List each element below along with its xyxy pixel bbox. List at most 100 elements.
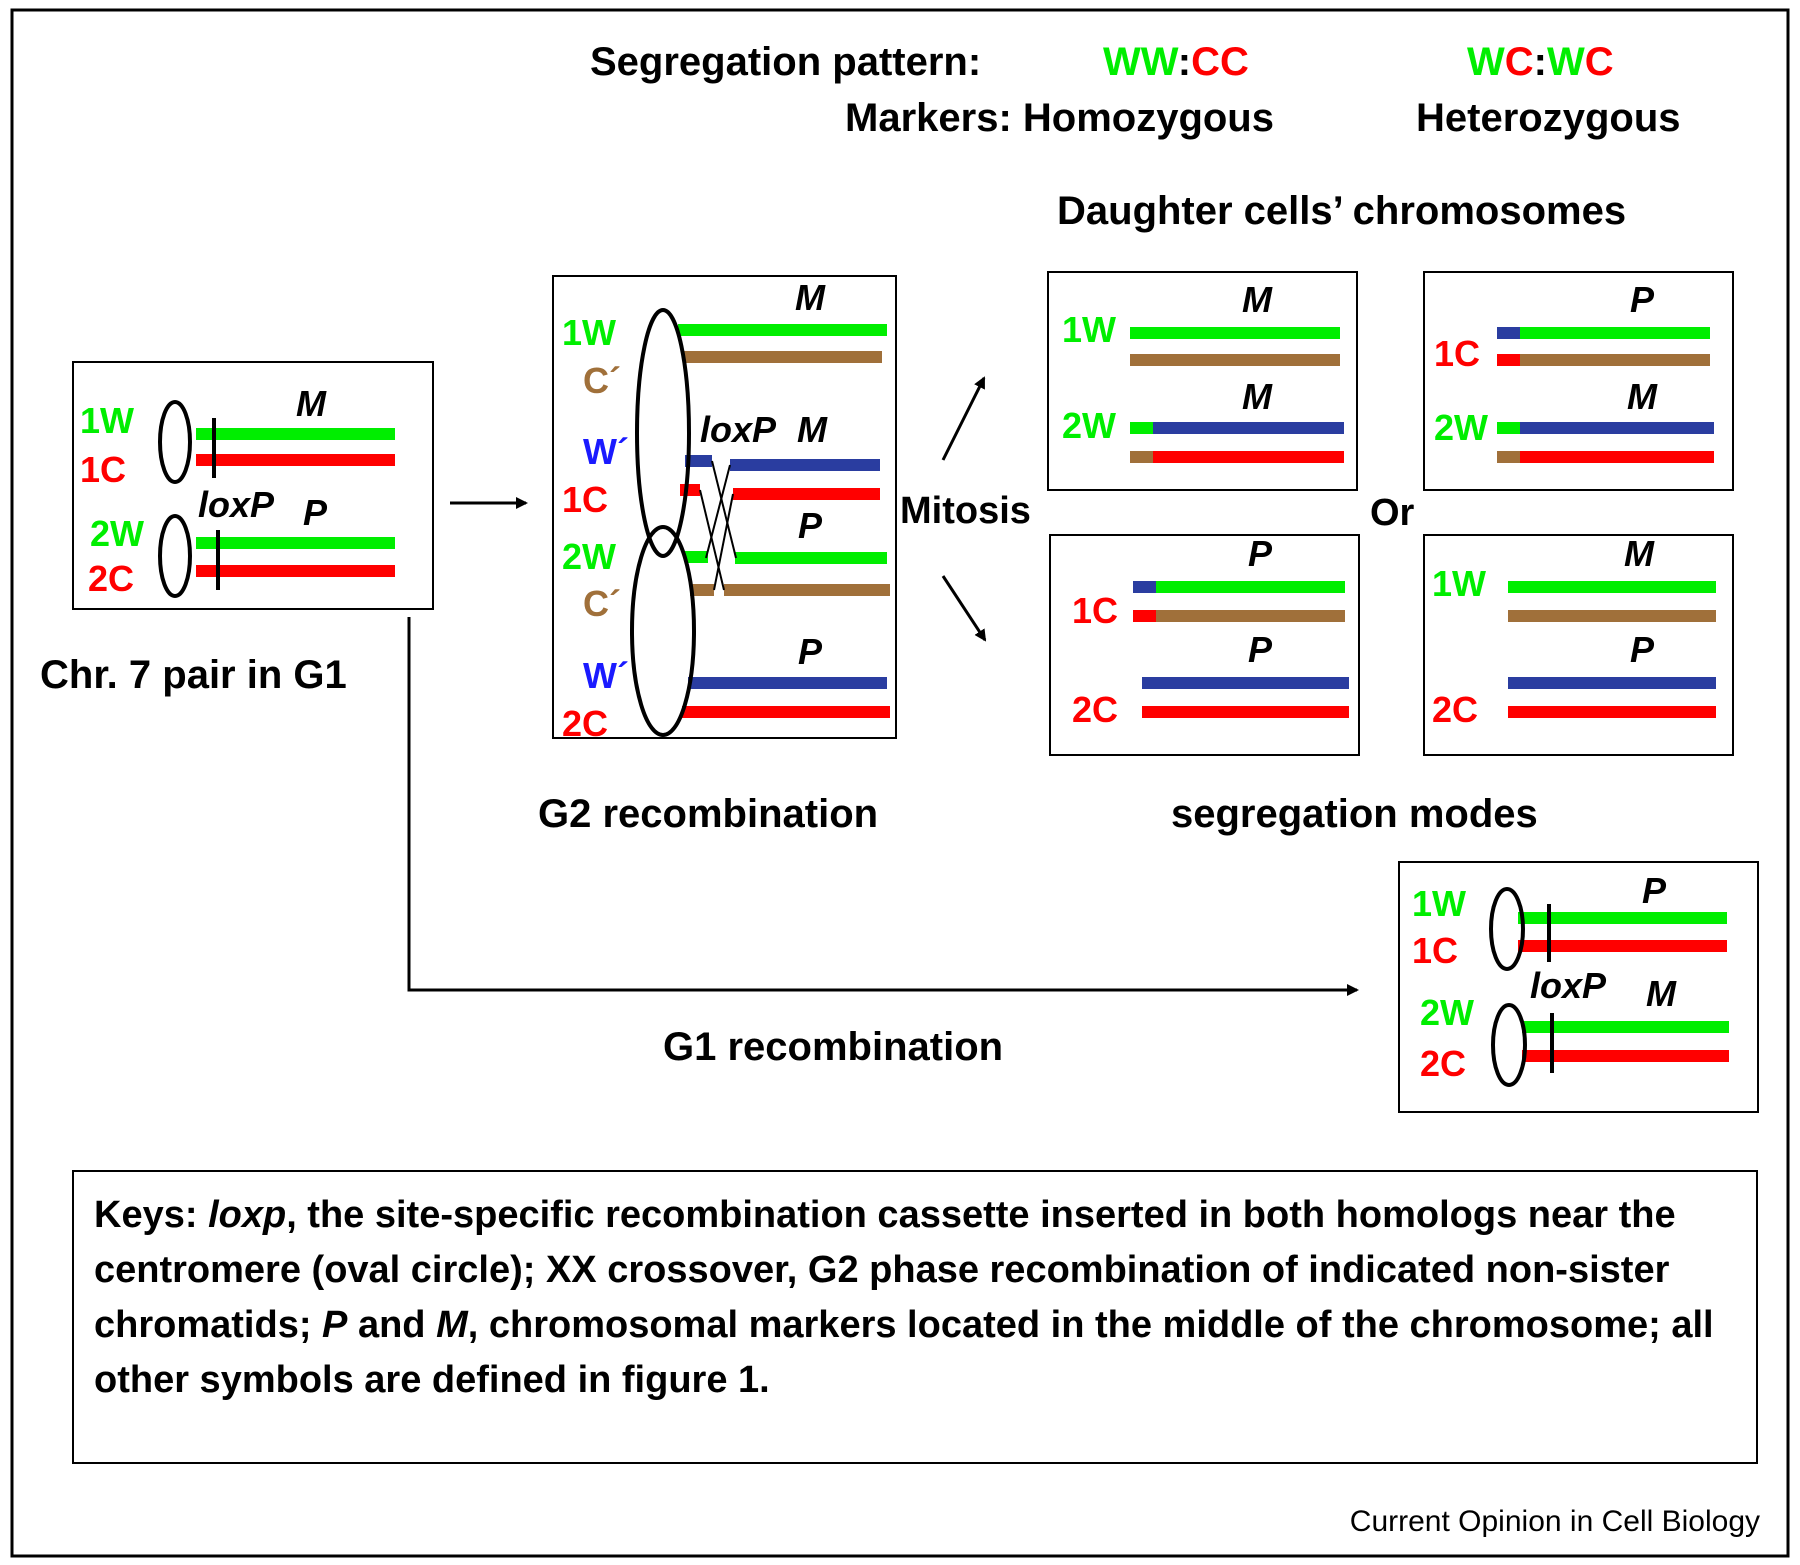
dd-label-2c: 2C [1432, 689, 1478, 730]
heterozygous-label: Heterozygous [1416, 96, 1681, 140]
keys-p: P [322, 1304, 348, 1346]
segregation-pattern-label: Segregation pattern: [590, 40, 981, 84]
g2-label-w-prime-bottom: W´ [583, 655, 629, 696]
crossover-line-2 [705, 464, 731, 559]
pattern-wc1-w: W [1467, 40, 1505, 84]
daughter-box-c: 1C 2C P P [1049, 533, 1360, 756]
daughter-box-a: 1W 2W M M [1047, 271, 1358, 491]
pattern-ww: WW [1103, 40, 1179, 84]
r-centromere-oval-2 [1491, 1003, 1527, 1087]
pattern-wc2-w: W [1547, 40, 1585, 84]
r-loxp-label: loxP [1530, 965, 1607, 1006]
dc-marker-p2: P [1248, 629, 1273, 670]
g2-label-c-prime-top: C´ [583, 360, 621, 401]
dd-marker-p: P [1630, 629, 1655, 670]
mitosis-arrow-up [941, 376, 986, 461]
loxp-label: loxP [198, 484, 275, 525]
credit-line: Current Opinion in Cell Biology [1350, 1505, 1760, 1538]
g2-caption: G2 recombination [538, 792, 878, 836]
dc-label-1c: 1C [1072, 590, 1118, 631]
g2-marker-p-mid: P [798, 505, 823, 546]
pattern-ww-cc: WW:CC [1103, 40, 1249, 84]
g2-label-c-prime-bottom: C´ [583, 583, 621, 624]
r-marker-m: M [1646, 973, 1677, 1014]
marker-p: P [303, 492, 328, 533]
g2-label-2c: 2C [562, 703, 608, 744]
da-label-1w: 1W [1062, 309, 1116, 350]
dd-label-1w: 1W [1432, 563, 1486, 604]
r-label-2w: 2W [1420, 992, 1474, 1033]
g2-marker-p-bottom: P [798, 631, 823, 672]
g2-label-1c: 1C [562, 479, 608, 520]
label-1c: 1C [80, 449, 126, 490]
centromere-oval-2 [158, 514, 192, 598]
g2-loxp-label: loxP [700, 409, 777, 450]
marker-m: M [296, 383, 327, 424]
g2-label-1w: 1W [562, 312, 616, 353]
crossover-line-3 [699, 489, 725, 591]
daughter-box-a-frame [1047, 271, 1358, 491]
keys-box: Keys: loxp, the site-specific recombinat… [72, 1170, 1758, 1464]
g2-marker-m-mid: M [797, 409, 828, 450]
or-label: Or [1370, 492, 1415, 534]
crossover-line-4 [713, 493, 734, 591]
keys-m: M [436, 1304, 468, 1346]
r-label-2c: 2C [1420, 1043, 1466, 1084]
panel-g2: 1W C´ W´ 1C 2W C´ W´ 2C M loxP M P P [552, 275, 897, 744]
pattern-cc: CC [1191, 40, 1249, 84]
label-2c: 2C [88, 558, 134, 599]
da-marker-m1: M [1242, 279, 1273, 320]
g1-caption: G1 recombination [663, 1025, 1003, 1069]
daughter-box-b: 1C 2W P M [1423, 271, 1734, 491]
db-label-1c: 1C [1434, 333, 1480, 374]
segregation-modes-caption: segregation modes [1171, 792, 1538, 836]
r-label-1w: 1W [1412, 883, 1466, 924]
da-marker-m2: M [1242, 376, 1273, 417]
daughter-box-d: 1W 2C M P [1423, 533, 1734, 756]
r-marker-p: P [1642, 870, 1667, 911]
daughter-box-d-frame [1423, 534, 1734, 756]
pattern-wc1-c: C [1505, 40, 1534, 84]
daughter-cells-title: Daughter cells’ chromosomes [1057, 189, 1626, 233]
header: Segregation pattern: WW:CC WC:WC Markers… [590, 40, 1681, 233]
outer-frame [10, 8, 1790, 1558]
g2-label-w-prime-top: W´ [583, 431, 629, 472]
daughter-box-c-frame [1049, 534, 1360, 756]
label-2w: 2W [90, 513, 144, 554]
crossover-line-1 [711, 460, 737, 559]
panel-g1-result: 1W 1C 2W 2C P loxP M [1398, 861, 1759, 1113]
chr7-caption: Chr. 7 pair in G1 [40, 653, 347, 697]
daughter-box-b-frame [1423, 271, 1734, 491]
r-centromere-oval-1 [1489, 887, 1525, 971]
markers-homozygous-label: Markers: Homozygous [845, 96, 1274, 140]
panel-g2-box [552, 275, 897, 739]
g2-centromere-oval-2 [630, 525, 696, 737]
centromere-oval-1 [158, 400, 192, 484]
keys-loxp: loxp [208, 1194, 287, 1236]
da-label-2w: 2W [1062, 405, 1116, 446]
g2-marker-m-top: M [795, 277, 826, 318]
mitosis-label: Mitosis [900, 490, 1031, 532]
r-label-1c: 1C [1412, 930, 1458, 971]
db-label-2w: 2W [1434, 407, 1488, 448]
mitosis-arrow-down [941, 575, 987, 642]
pattern-wc-wc: WC:WC [1467, 40, 1614, 84]
keys-prefix: Keys: [94, 1194, 209, 1236]
dd-marker-m: M [1624, 533, 1655, 574]
pattern-wc2-c: C [1585, 40, 1614, 84]
g2-label-2w: 2W [562, 536, 616, 577]
db-marker-m: M [1627, 376, 1658, 417]
pattern-colon-2: : [1534, 40, 1547, 84]
db-marker-p: P [1630, 279, 1655, 320]
label-1w: 1W [80, 400, 134, 441]
panel-g1-pair-box [72, 361, 434, 610]
pattern-colon-1: : [1178, 40, 1191, 84]
dc-label-2c: 2C [1072, 689, 1118, 730]
panel-g1-result-box [1398, 861, 1759, 1113]
g2-centromere-oval-1 [635, 308, 691, 558]
g1-recombination-path [407, 617, 1359, 996]
keys-part1: , the site-specific recombination casset… [94, 1194, 1676, 1346]
keys-part2: , chromosomal markers located in the mid… [94, 1304, 1714, 1401]
dc-marker-p1: P [1248, 533, 1273, 574]
